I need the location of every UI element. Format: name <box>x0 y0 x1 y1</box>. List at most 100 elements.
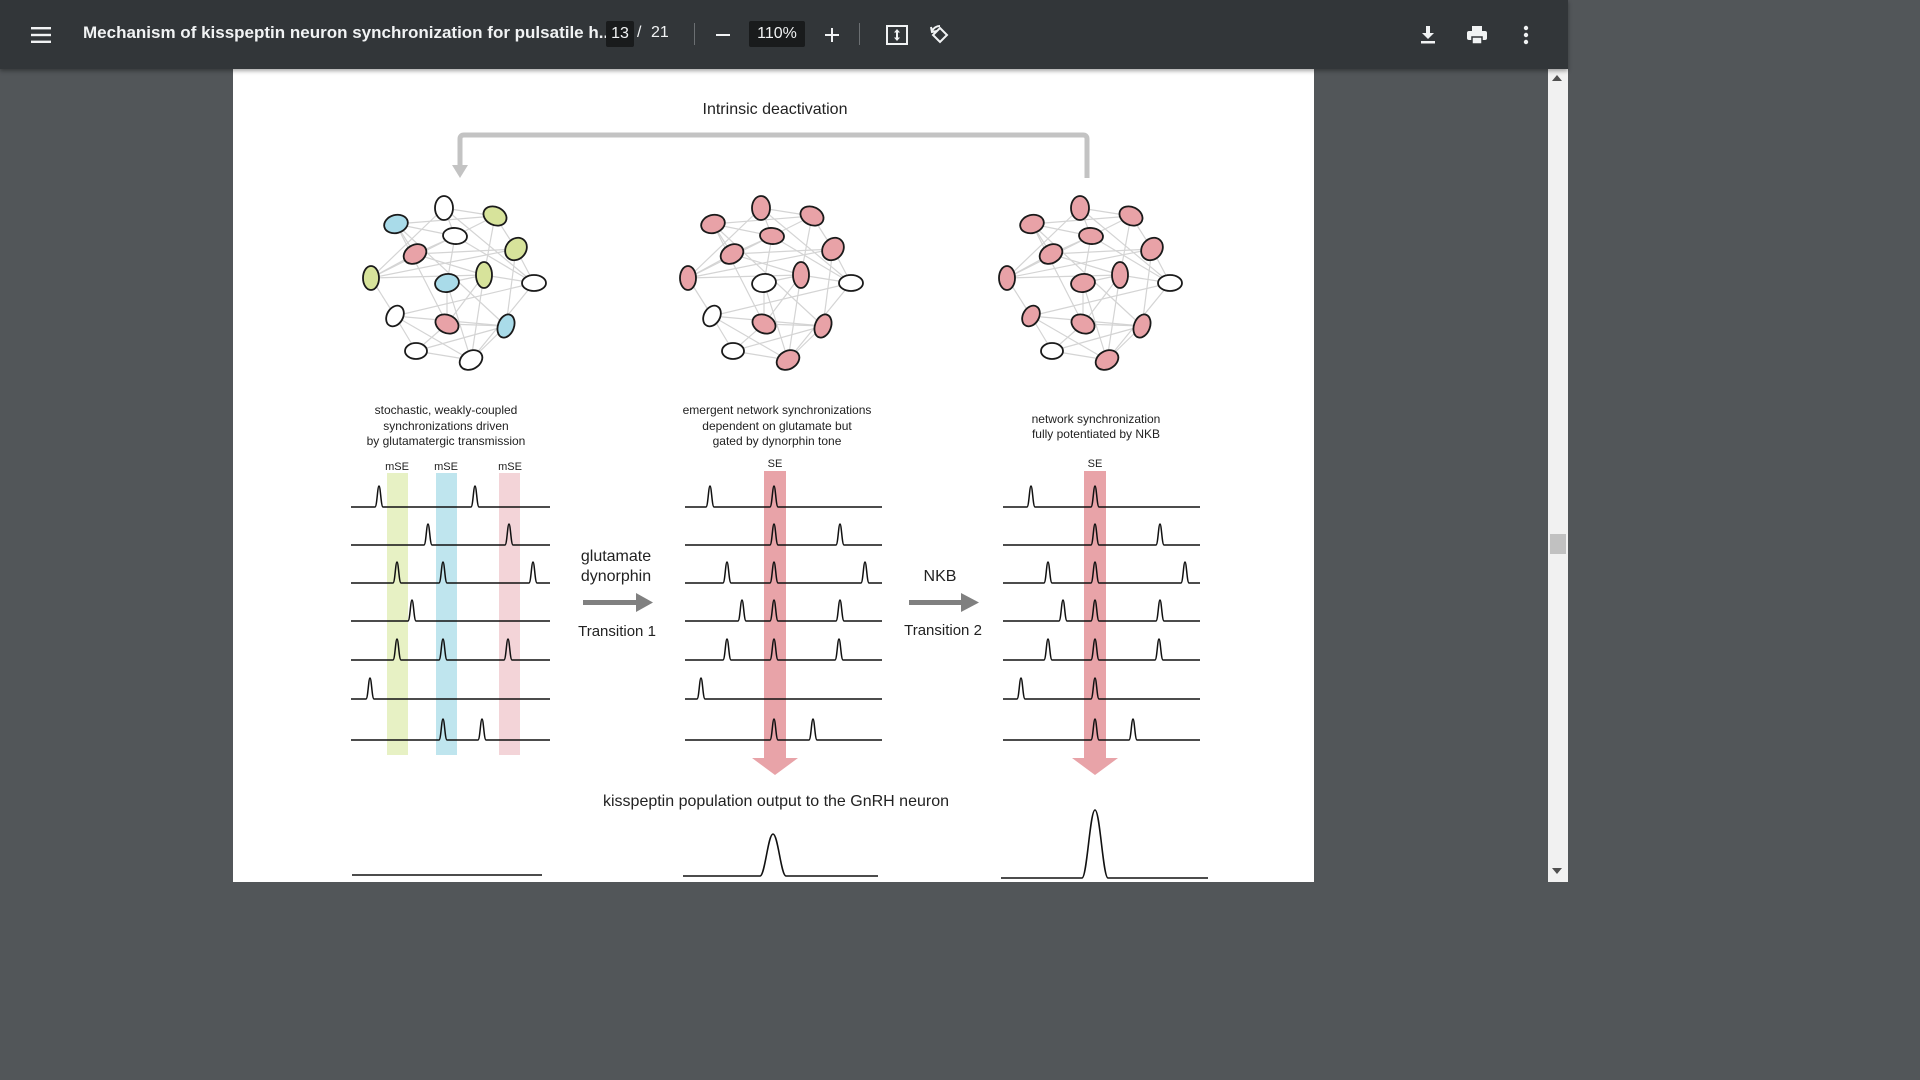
network-panel-2 <box>679 195 864 371</box>
neuron-node <box>1111 261 1129 289</box>
network-edge <box>370 207 445 279</box>
spike-trace <box>685 638 882 661</box>
network-edge <box>763 282 789 361</box>
hamburger-menu-icon[interactable] <box>24 18 58 52</box>
network-edge <box>1079 207 1171 284</box>
zoom-level-input[interactable]: 110% <box>749 21 805 47</box>
neuron-node <box>1094 349 1120 371</box>
network-edge <box>370 274 485 279</box>
spike-trace <box>1003 638 1200 661</box>
neuron-node <box>838 274 864 292</box>
spike-trace <box>1003 677 1200 700</box>
neuron-node <box>719 243 745 265</box>
network-edge <box>1090 235 1171 284</box>
vertical-scrollbar[interactable] <box>1548 69 1568 882</box>
neuron-node <box>475 261 493 289</box>
network-edge <box>687 215 813 279</box>
neuron-node <box>1132 313 1152 339</box>
neuron-node <box>821 236 845 262</box>
network-edge <box>446 282 472 361</box>
spike-trace <box>351 599 550 622</box>
feedback-arrow <box>452 132 1090 178</box>
neuron-node <box>751 313 777 335</box>
neuron-node <box>1140 236 1164 262</box>
network-edge <box>1006 207 1081 279</box>
mse-band-pink <box>499 473 520 755</box>
network-edge <box>731 253 802 276</box>
document-title: Mechanism of kisspeptin neuron synchroni… <box>83 23 613 42</box>
network-edge <box>1082 282 1108 361</box>
caption-line: dependent on glutamate but <box>702 419 852 433</box>
transition1-label-line: glutamate <box>581 548 651 565</box>
spike-trace <box>351 561 550 584</box>
neuron-node <box>702 304 722 328</box>
network-panel-1 <box>362 195 547 371</box>
caption-line: by glutamatergic transmission <box>367 434 526 448</box>
network-edge <box>370 215 496 279</box>
network-edge <box>1106 274 1121 361</box>
fit-to-page-icon[interactable] <box>880 18 914 52</box>
neuron-node <box>404 342 428 360</box>
network-edge <box>1006 248 1153 279</box>
download-icon[interactable] <box>1411 18 1445 52</box>
transition2-name: Transition 2 <box>904 622 982 639</box>
spike-trace <box>1003 523 1200 546</box>
neuron-node <box>700 213 726 235</box>
panel1-caption: stochastic, weakly-coupled synchronizati… <box>367 403 526 448</box>
page-total: 21 <box>651 24 669 41</box>
caption-line: emergent network synchronizations <box>683 403 872 417</box>
network-edge <box>414 253 485 276</box>
neuron-node <box>1118 205 1144 227</box>
neuron-node <box>775 349 801 371</box>
neuron-node <box>402 243 428 265</box>
scroll-up-arrow-icon[interactable] <box>1552 75 1562 81</box>
network-edge <box>1006 274 1121 279</box>
spike-trace <box>351 677 550 700</box>
network-edge <box>687 274 802 279</box>
spike-trace <box>685 561 882 584</box>
toolbar-divider <box>694 23 695 45</box>
page-number-input[interactable]: 13 <box>606 21 634 47</box>
neuron-node <box>385 304 405 328</box>
print-icon[interactable] <box>1460 18 1494 52</box>
network-edge <box>1050 253 1121 276</box>
neuron-node <box>1038 243 1064 265</box>
network-edge <box>454 235 535 284</box>
neuron-node <box>1157 274 1183 292</box>
neuron-node <box>679 265 697 291</box>
output-trace-large-pulse <box>1001 809 1208 879</box>
neuron-node <box>1070 313 1096 335</box>
caption-line: gated by dynorphin tone <box>713 434 842 448</box>
traces-panel-2 <box>685 485 882 741</box>
caption-line: fully potentiated by NKB <box>1032 427 1160 441</box>
neuron-node <box>442 227 468 245</box>
mse-band-blue <box>436 473 457 755</box>
neuron-node <box>1019 213 1045 235</box>
minus-icon[interactable] <box>706 18 740 52</box>
spike-trace <box>351 718 550 741</box>
network-edge <box>822 248 834 327</box>
plus-icon[interactable] <box>815 18 849 52</box>
spike-trace <box>351 523 550 546</box>
network-edge <box>1051 325 1143 352</box>
network-edge <box>687 207 762 279</box>
network-edge <box>1031 223 1084 325</box>
output-label: kisspeptin population output to the GnRH… <box>603 793 949 810</box>
network-edge <box>732 325 824 352</box>
spike-trace <box>685 718 882 741</box>
rotate-icon[interactable] <box>923 18 957 52</box>
more-vert-icon[interactable] <box>1509 18 1543 52</box>
panel3-caption: network synchronization fully potentiate… <box>1032 412 1161 441</box>
spike-trace <box>1003 599 1200 622</box>
neuron-node <box>482 205 508 227</box>
network-edge <box>395 223 448 325</box>
spike-trace <box>685 599 882 622</box>
scrollbar-thumb[interactable] <box>1550 534 1566 554</box>
scroll-down-arrow-icon[interactable] <box>1552 868 1562 874</box>
mse-band-green <box>387 473 408 755</box>
page-separator: / <box>637 24 642 41</box>
toolbar-divider <box>859 23 860 45</box>
network-edge <box>414 248 517 255</box>
network-edge <box>1006 215 1132 279</box>
network-panel-3 <box>998 195 1183 371</box>
